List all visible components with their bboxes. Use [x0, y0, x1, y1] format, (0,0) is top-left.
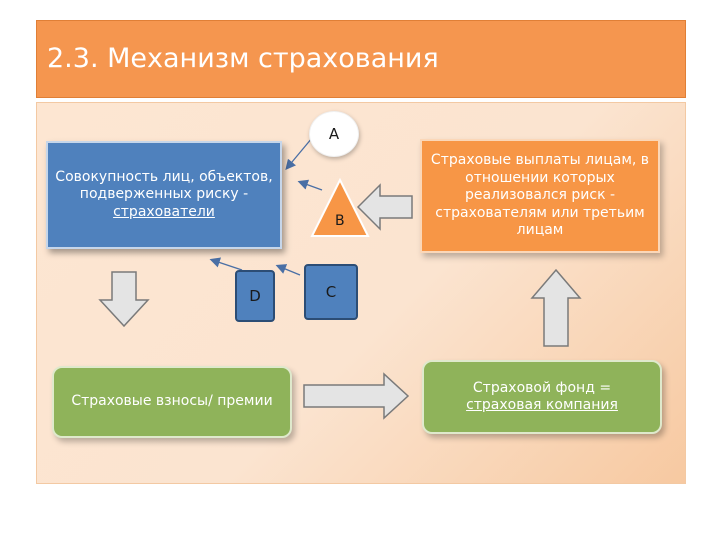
- square-d: D: [235, 270, 275, 322]
- insured-line-2: подверженных риску -: [79, 186, 249, 203]
- fund-box: Страховой фонд = страховая компания: [422, 360, 662, 434]
- payments-line-5: лицам: [516, 222, 564, 239]
- payments-line-2: отношении которых: [465, 169, 615, 186]
- arrow-up-icon: [530, 268, 582, 347]
- triangle-b-label: B: [335, 213, 345, 229]
- fund-line-1: Страховой фонд =: [472, 379, 612, 396]
- insured-line-1: Совокупность лиц, объектов,: [55, 168, 273, 185]
- payments-line-4: страхователям или третьим: [435, 204, 645, 221]
- triangle-b: [310, 177, 370, 237]
- payments-line-1: Страховые выплаты лицам, в: [430, 152, 650, 169]
- payments-line-3: реализовался риск -: [464, 187, 616, 204]
- connector-c-to-insured: [275, 264, 301, 276]
- square-c: C: [304, 264, 358, 320]
- connector-a-to-insured: [285, 137, 313, 170]
- title-bar: 2.3. Механизм страхования: [36, 20, 686, 98]
- arrow-right-icon: [303, 372, 410, 420]
- fund-line-2: страховая компания: [466, 397, 618, 413]
- premiums-box: Страховые взносы/ премии: [52, 366, 292, 438]
- premiums-label: Страховые взносы/ премии: [71, 393, 273, 410]
- arrow-left-icon: [356, 183, 413, 231]
- insured-box: Совокупность лиц, объектов, подверженных…: [46, 141, 282, 249]
- arrow-down-icon: [98, 271, 150, 328]
- insured-line-3: страхователи: [113, 203, 215, 220]
- connector-b-to-insured: [297, 179, 323, 191]
- page-title: 2.3. Механизм страхования: [47, 43, 439, 74]
- payments-box: Страховые выплаты лицам, в отношении кот…: [420, 139, 660, 253]
- connector-d-to-insured: [209, 257, 243, 271]
- circle-a: A: [309, 111, 359, 157]
